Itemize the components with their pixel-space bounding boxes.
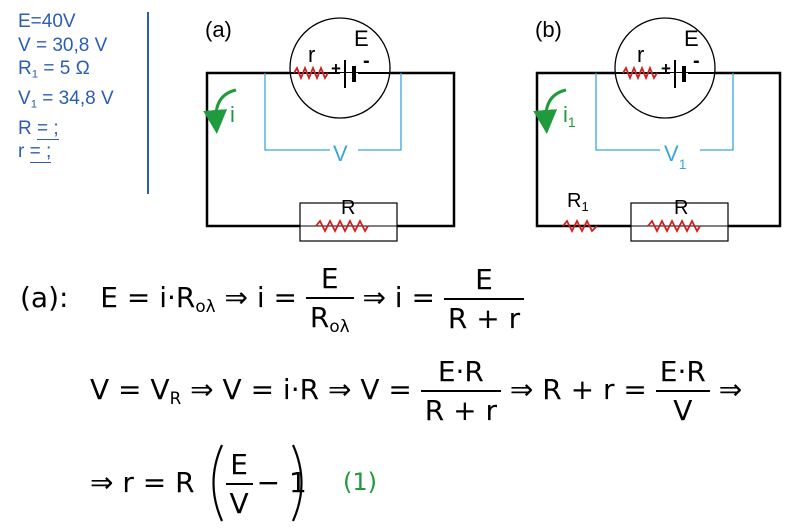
circuit-a: (a) r E + - V i R <box>203 17 456 242</box>
circuit-b-resistor-label: R <box>674 197 688 219</box>
given-v1: V1 = 34,8 V <box>18 87 114 111</box>
circuit-b-emf-label: E <box>684 26 699 51</box>
circuit-b-plus: + <box>661 59 671 78</box>
circuit-b-resistor-box <box>630 202 729 242</box>
given-divider <box>147 12 149 194</box>
circuit-b-label: (b) <box>535 17 562 42</box>
circuit-b: (b) r E + - V1 i1 R1 R <box>533 17 782 242</box>
circuit-a-current-label: i <box>230 102 235 127</box>
circuit-a-battery-circle <box>289 17 391 119</box>
paren-right <box>291 444 303 522</box>
circuit-b-resistor-r1 <box>562 218 598 234</box>
circuit-a-voltmeter-left <box>264 73 330 151</box>
part-label: (a): <box>20 281 69 315</box>
given-r1: R1 = 5 Ω <box>18 58 90 81</box>
circuit-b-resistor <box>647 218 701 234</box>
circuit-b-voltmeter-label: V1 <box>664 141 687 172</box>
circuit-a-resistor <box>315 218 369 234</box>
circuit-b-r1-label: R1 <box>567 190 589 214</box>
circuit-a-emf-label: E <box>354 26 369 51</box>
given-emf: E=40V <box>18 11 76 32</box>
circuit-b-voltmeter-left <box>595 73 660 151</box>
circuit-a-label: (a) <box>205 17 232 42</box>
unknown-internal-r: r = ; <box>18 141 52 164</box>
circuit-b-minus: - <box>693 50 700 72</box>
circuit-b-internal-resistor <box>622 65 658 81</box>
circuit-a-voltmeter-right <box>358 73 402 151</box>
circuit-a-resistor-label: R <box>341 197 355 219</box>
circuit-a-minus: - <box>363 50 370 72</box>
circuit-b-voltmeter-right <box>700 73 734 151</box>
circuit-b-r-label: r <box>637 42 644 67</box>
given-values: E=40V V = 30,8 V R1 = 5 Ω V1 = 34,8 V R … <box>18 10 114 164</box>
circuit-a-current-arrow <box>203 88 237 134</box>
unknown-r: R = ; <box>18 117 59 140</box>
circuit-a-r-label: r <box>308 42 315 67</box>
given-voltage: V = 30,8 V <box>18 34 108 56</box>
circuit-a-voltmeter-label: V <box>333 141 348 166</box>
circuit-b-battery-circle <box>614 17 716 119</box>
circuit-a-internal-resistor <box>293 65 329 81</box>
circuit-b-current-arrow <box>533 88 567 134</box>
circuit-b-current-label: i1 <box>563 102 576 130</box>
paren-left <box>212 444 224 522</box>
circuit-a-plus: + <box>331 59 341 78</box>
equation-number: (1) <box>343 468 377 496</box>
